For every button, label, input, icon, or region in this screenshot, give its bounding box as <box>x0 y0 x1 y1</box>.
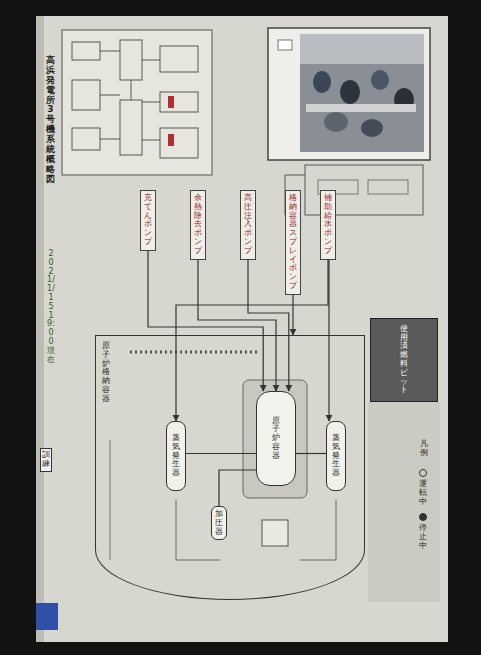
node-label: 補助給水ポンプ <box>324 194 332 256</box>
drawing-part <box>368 180 408 194</box>
pump-box: 高圧注入ポンプ <box>240 190 256 260</box>
pipe-connector <box>198 260 276 391</box>
legend-title: 凡例 <box>420 440 428 458</box>
pipe-connector <box>292 295 293 335</box>
building-area <box>36 402 440 630</box>
drawing-part <box>130 351 260 354</box>
legend-sample <box>418 468 428 478</box>
pump-box: 格納容器スプレイポンプ <box>285 190 301 295</box>
system-inset <box>62 30 212 175</box>
drawing-part <box>313 71 331 93</box>
legend-sample <box>418 512 428 522</box>
pipe-connector <box>186 453 256 454</box>
drawing-part <box>72 80 100 110</box>
legend-entry: 運転中 <box>418 468 428 506</box>
node-label: 蒸気発生器 <box>332 434 340 478</box>
reactor-vessel: 原子炉容器 <box>256 391 296 486</box>
drawing-part <box>36 16 44 642</box>
legend-label: 停止中 <box>419 524 427 550</box>
containment-interior <box>110 352 336 560</box>
legend-symbol <box>420 470 427 477</box>
pipe-connector <box>219 470 256 506</box>
node-label: 原子炉格納容器 <box>102 342 110 404</box>
containment-vessel: 原子炉格納容器原子炉容器 蒸気発生器 蒸気発生器加圧器 <box>95 335 365 600</box>
drawing-part <box>110 440 111 560</box>
mode-badge: 訓練 <box>40 448 52 472</box>
drawing-part <box>72 42 100 60</box>
pump-box: 余熱除去ポンプ <box>190 190 206 260</box>
drawing-part <box>361 119 383 137</box>
node-label: 原子炉容器 <box>272 417 280 461</box>
drawing-part <box>371 70 389 90</box>
drawing-part <box>300 34 424 64</box>
drawing-part <box>160 46 198 72</box>
drawing-part <box>160 92 198 112</box>
node-label: 高圧注入ポンプ <box>244 194 252 256</box>
pump-box: 補助給水ポンプ <box>320 190 336 260</box>
title: 高浜発電所3号機 系統概略図 <box>46 56 55 185</box>
legend-label: 運転中 <box>419 480 427 506</box>
drawing-part <box>168 96 174 108</box>
drawing-part <box>72 128 100 150</box>
pipe-connector <box>248 260 289 391</box>
steam-generator: 蒸気発生器 <box>326 421 346 491</box>
timestamp: 2021/1/15 19:00 現在 <box>47 250 55 364</box>
drawing-part <box>324 112 348 132</box>
drawing-part <box>368 402 440 602</box>
drawing-part <box>120 100 142 155</box>
legend: 運転中停止中 <box>418 468 428 551</box>
drawing-part <box>100 51 160 140</box>
drawing-part <box>278 40 292 50</box>
drawing-part <box>243 380 307 498</box>
legend-symbol <box>420 514 427 521</box>
pressurizer: 加圧器 <box>211 506 227 540</box>
drawing-part <box>120 40 142 80</box>
pipe-connector <box>296 453 326 454</box>
drawing-part <box>62 30 212 175</box>
drawing-part <box>340 80 360 104</box>
photo-inset <box>268 28 430 215</box>
spent-fuel-pit: 使用済燃料ピット <box>370 318 438 402</box>
node-label: 加圧器 <box>215 510 223 536</box>
node-label: 使用済燃料ピット <box>400 325 408 395</box>
pump-box: 充てんポンプ <box>140 190 156 251</box>
drawing-part <box>268 28 430 160</box>
pipe-connector <box>328 260 329 421</box>
node-label: 余熱除去ポンプ <box>194 194 202 256</box>
drawing-part <box>168 134 174 146</box>
node-label: 蒸気発生器 <box>172 434 180 478</box>
drawing-part <box>160 128 198 158</box>
drawing-part <box>36 16 448 642</box>
node-label: 格納容器スプレイポンプ <box>289 194 297 291</box>
drawing-part <box>36 603 58 630</box>
pipe-connector <box>148 251 263 391</box>
legend-entry: 停止中 <box>418 512 428 550</box>
drawing-part <box>300 34 424 152</box>
drawing-part <box>262 520 288 546</box>
drawing-part <box>306 104 416 112</box>
node-label: 充てんポンプ <box>144 194 152 247</box>
pipe-connector <box>176 260 328 421</box>
drawing-part <box>176 500 336 560</box>
steam-generator: 蒸気発生器 <box>166 421 186 491</box>
